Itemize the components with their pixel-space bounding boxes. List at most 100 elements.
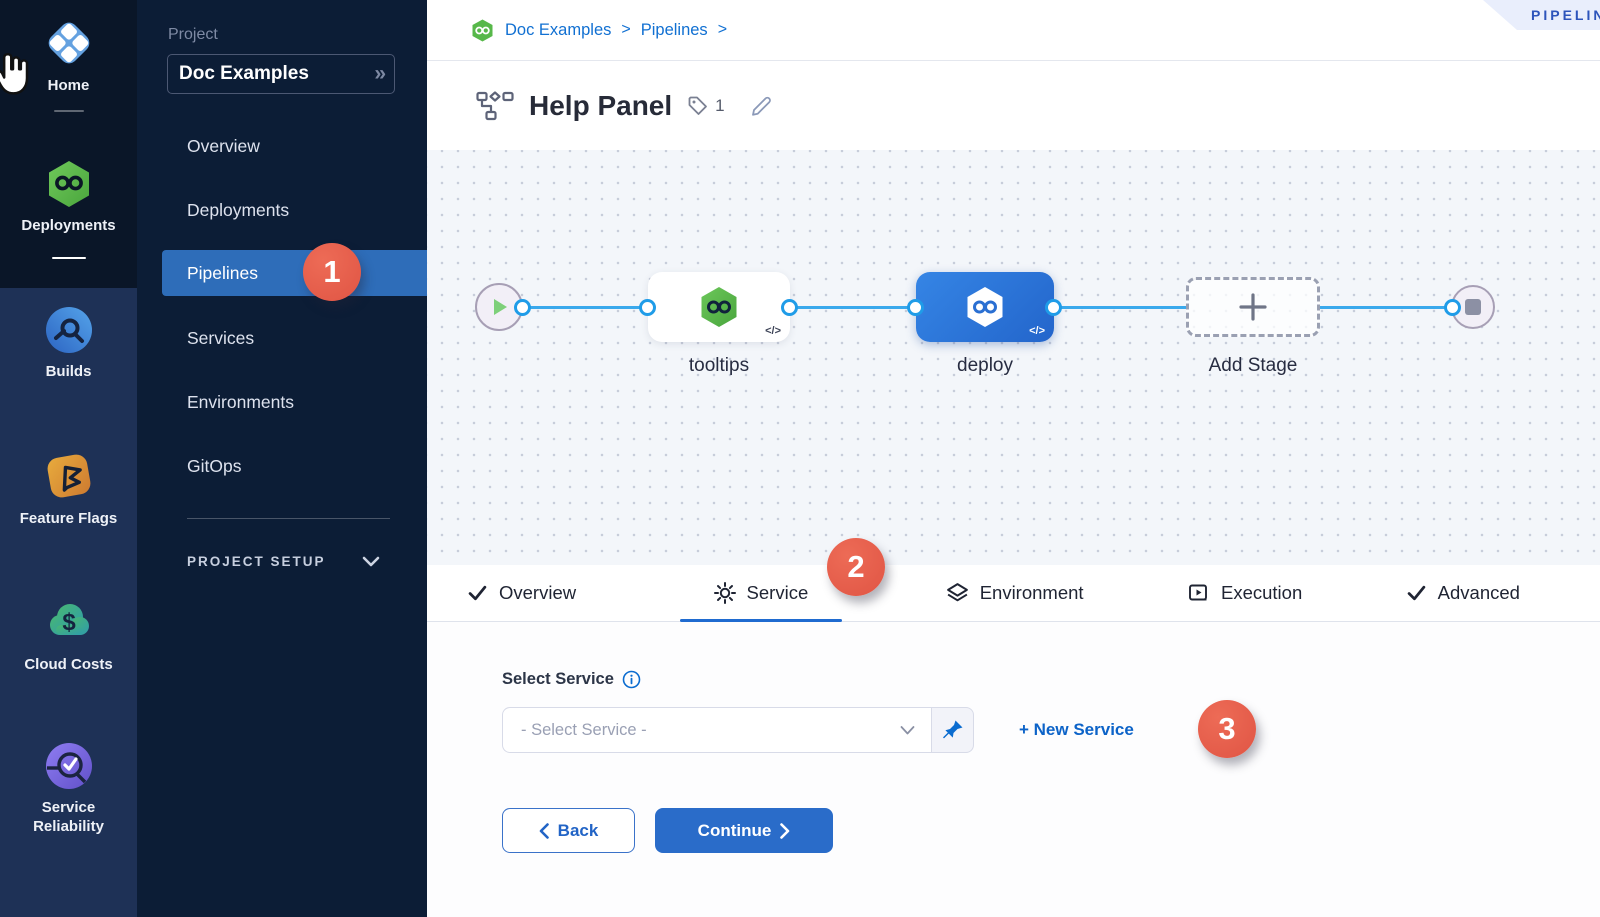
- stop-icon: [1465, 299, 1481, 315]
- tab-overview[interactable]: Overview: [467, 565, 576, 621]
- tab-label: Service: [746, 582, 809, 603]
- select-service-label: Select Service: [502, 670, 641, 689]
- annotation-badge-2: 2: [827, 538, 885, 596]
- breadcrumb-separator: >: [621, 21, 631, 38]
- project-harness-icon: [472, 19, 493, 41]
- tab-service[interactable]: Service: [679, 565, 843, 622]
- sidebar-item-overview[interactable]: Overview: [187, 135, 260, 156]
- tab-label: Overview: [499, 582, 577, 603]
- breadcrumb-pipelines-link[interactable]: Pipelines: [640, 20, 708, 39]
- connector-line: [1054, 305, 1186, 309]
- rail-divider: [53, 110, 84, 112]
- sidebar-item-pipelines[interactable]: Pipelines: [162, 250, 427, 296]
- connector-point[interactable]: [907, 299, 924, 316]
- edit-pipeline-button[interactable]: [747, 92, 775, 120]
- service-select-placeholder: - Select Service -: [521, 720, 647, 739]
- breadcrumb-project-link[interactable]: Doc Examples: [505, 20, 612, 39]
- sidebar-item-gitops[interactable]: GitOps: [187, 455, 242, 476]
- rail-label-cloud-costs: Cloud Costs: [24, 656, 113, 673]
- tab-label: Environment: [979, 582, 1084, 603]
- sidebar-item-deployments[interactable]: Deployments: [187, 199, 290, 220]
- project-label: Project: [168, 26, 218, 43]
- chevron-down-icon: [900, 725, 915, 734]
- check-icon: [468, 585, 487, 601]
- continue-button[interactable]: Continue: [655, 808, 833, 853]
- stage-label-tooltips: tooltips: [688, 355, 750, 376]
- rail-item-service-reliability[interactable]: Service Reliability: [0, 740, 137, 836]
- custom-stage-icon: [701, 287, 737, 327]
- connector-point[interactable]: [781, 299, 798, 316]
- new-service-button[interactable]: + New Service: [1019, 720, 1134, 739]
- tag-count: 1: [715, 96, 725, 115]
- breadcrumb-separator: >: [717, 21, 728, 38]
- tab-advanced[interactable]: Advanced: [1406, 565, 1520, 621]
- chevron-left-icon: [539, 822, 549, 839]
- add-stage-button[interactable]: [1186, 277, 1320, 337]
- pencil-icon: [751, 96, 771, 116]
- page-title: Help Panel: [529, 90, 673, 121]
- tab-execution[interactable]: Execution: [1187, 565, 1302, 621]
- rail-label-home: Home: [47, 77, 90, 94]
- connector-line: [790, 305, 916, 309]
- environment-icon: [946, 582, 968, 601]
- project-setup-toggle[interactable]: PROJECT SETUP: [187, 554, 380, 569]
- rail-item-cloud-costs[interactable]: $ Cloud Costs: [0, 595, 137, 674]
- chevron-right-icon: [780, 822, 790, 839]
- chevron-down-icon: [362, 556, 379, 567]
- svg-text:$: $: [62, 609, 76, 636]
- feature-flags-icon: [47, 454, 90, 498]
- continue-button-label: Continue: [697, 820, 772, 840]
- service-tab-panel: Select Service - Select Service -: [427, 622, 1600, 917]
- connector-point[interactable]: [639, 299, 656, 316]
- play-icon: [494, 299, 507, 315]
- annotation-badge-3: 3: [1198, 700, 1256, 758]
- sidebar-item-environments[interactable]: Environments: [187, 391, 294, 412]
- builds-icon: [45, 307, 92, 353]
- rail-item-home[interactable]: Home: [0, 16, 137, 95]
- project-sidebar: Project Doc Examples » Overview Deployme…: [137, 0, 427, 917]
- rail-item-builds[interactable]: Builds: [0, 304, 137, 381]
- stage-label-deploy: deploy: [957, 355, 1013, 376]
- rail-label-deployments: Deployments: [21, 217, 116, 234]
- back-button[interactable]: Back: [502, 808, 635, 853]
- service-select-dropdown[interactable]: - Select Service -: [502, 707, 931, 753]
- plus-icon: [1239, 293, 1267, 321]
- connector-point[interactable]: [1444, 299, 1461, 316]
- deployments-icon: [48, 161, 89, 207]
- project-selector[interactable]: Doc Examples »: [167, 54, 395, 94]
- sidebar-item-services[interactable]: Services: [187, 327, 255, 348]
- service-select-group: - Select Service -: [502, 707, 974, 753]
- deploy-stage-icon: [967, 287, 1003, 327]
- connector-point[interactable]: [1045, 299, 1062, 316]
- tab-label: Advanced: [1437, 582, 1520, 603]
- main-panel: Doc Examples > Pipelines > PIPELIN VISUA…: [427, 0, 1600, 917]
- pin-selection-button[interactable]: [931, 707, 974, 753]
- rail-active-divider: [51, 257, 86, 259]
- connector-point[interactable]: [514, 299, 531, 316]
- tab-label: Execution: [1220, 582, 1303, 603]
- tag-icon: [688, 96, 708, 115]
- execution-icon: [1189, 584, 1207, 601]
- tab-environment[interactable]: Environment: [946, 565, 1084, 621]
- stage-node-deploy[interactable]: </>: [916, 272, 1054, 342]
- connector-line: [522, 305, 648, 309]
- cloud-costs-icon: $: [49, 604, 89, 636]
- pipeline-canvas[interactable]: </> </>: [427, 150, 1600, 565]
- tags-indicator[interactable]: 1: [686, 94, 725, 118]
- rail-item-feature-flags[interactable]: Feature Flags: [0, 449, 137, 528]
- check-icon: [1407, 585, 1425, 601]
- service-reliability-icon: [45, 743, 92, 789]
- stage-node-tooltips[interactable]: </>: [648, 272, 790, 342]
- rail-item-deployments[interactable]: Deployments: [0, 156, 137, 235]
- project-setup-label: PROJECT SETUP: [187, 554, 326, 569]
- info-icon[interactable]: [622, 670, 641, 689]
- annotation-badge-1: 1: [303, 243, 361, 301]
- rail-label-feature-flags: Feature Flags: [19, 510, 118, 527]
- expand-chevrons-icon[interactable]: »: [374, 62, 386, 85]
- module-rail: Home Deployments Builds: [0, 0, 137, 917]
- gear-icon: [713, 582, 736, 604]
- back-button-label: Back: [557, 820, 599, 840]
- rail-label-service-reliability: Service Reliability: [33, 799, 104, 835]
- code-icon: </>: [1029, 325, 1045, 337]
